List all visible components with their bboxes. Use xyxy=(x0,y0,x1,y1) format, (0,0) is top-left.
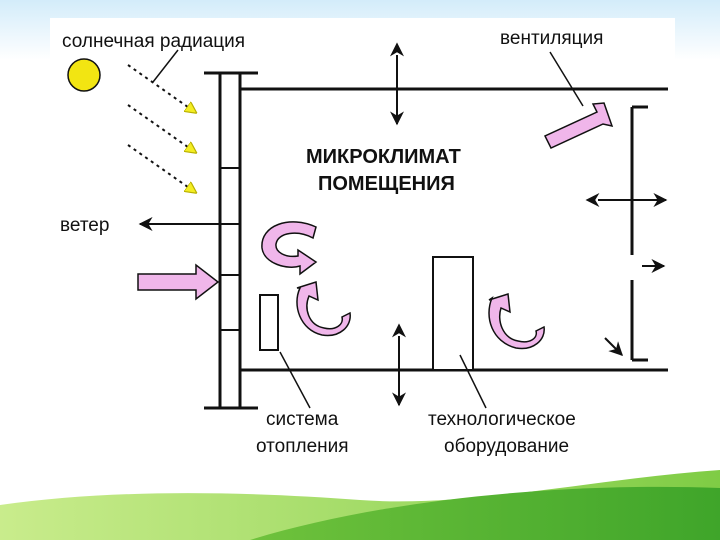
convection-arrow-top xyxy=(261,221,318,276)
diagram-panel xyxy=(50,18,675,473)
solar-radiation-label: солнечная радиация xyxy=(62,31,245,52)
equipment-icon xyxy=(432,256,474,371)
wind-label: ветер xyxy=(60,215,109,236)
heating-system-label-line1: система xyxy=(266,409,339,430)
microclimate-title-line2: ПОМЕЩЕНИЯ xyxy=(318,173,455,195)
ventilation-label-leader xyxy=(549,51,584,107)
ventilation-arrow xyxy=(543,102,614,149)
heater-label-leader xyxy=(279,351,311,409)
equipment-label-line1: технологическое xyxy=(428,409,576,430)
equipment-label-line2: оборудование xyxy=(444,436,569,457)
left-wall xyxy=(204,71,258,410)
corner-air-arrow xyxy=(604,337,623,356)
convection-arrow-heater xyxy=(296,281,351,337)
sun-icon xyxy=(67,58,101,92)
convection-arrow-equipment xyxy=(488,293,545,350)
solar-label-leader xyxy=(152,49,179,83)
equipment-label-leader xyxy=(459,354,487,409)
right-wall xyxy=(630,105,648,362)
incoming-air-arrow xyxy=(137,263,220,301)
microclimate-title-line1: МИКРОКЛИМАТ xyxy=(306,146,461,168)
ventilation-label: вентиляция xyxy=(500,28,603,49)
heating-system-label-line2: отопления xyxy=(256,436,349,457)
heater-icon xyxy=(259,294,279,351)
grass-hill-front xyxy=(250,486,720,540)
